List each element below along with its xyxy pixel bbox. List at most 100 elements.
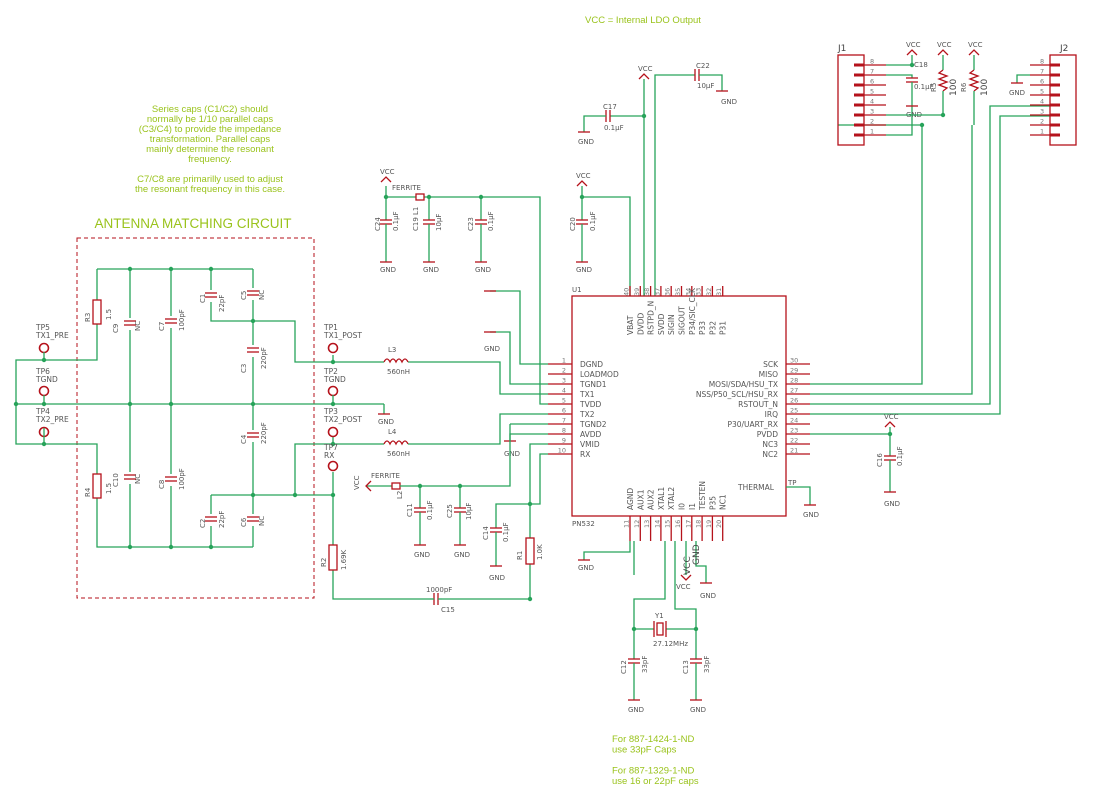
svg-text:7: 7 [870, 68, 874, 76]
svg-text:Y1: Y1 [654, 612, 664, 620]
svg-text:3: 3 [870, 108, 874, 116]
inductor-l3: L3 560nH [383, 346, 410, 376]
svg-text:VBAT: VBAT [626, 315, 635, 335]
svg-text:8: 8 [870, 58, 874, 66]
svg-text:GND: GND [454, 551, 470, 559]
svg-text:3: 3 [1040, 108, 1044, 116]
svg-text:5: 5 [562, 397, 566, 405]
svg-text:C15: C15 [441, 606, 455, 614]
j2-pin-8: 8 [1030, 58, 1060, 67]
svg-text:24: 24 [790, 417, 798, 425]
svg-text:VCC: VCC [937, 41, 952, 49]
resistor-r3 [92, 299, 102, 325]
svg-text:TX2: TX2 [579, 410, 595, 419]
j1-pin-1: 1 [854, 128, 886, 137]
svg-text:TP7: TP7 [323, 443, 338, 452]
svg-text:SVDD: SVDD [657, 313, 666, 335]
svg-text:2: 2 [1040, 118, 1044, 126]
j1-pin-4: 4 [854, 98, 886, 107]
svg-text:10µF: 10µF [465, 503, 473, 520]
svg-text:L2: L2 [396, 491, 404, 499]
antenna-junctions [13, 266, 533, 602]
svg-text:GND: GND [378, 418, 394, 426]
j1-pin-7: 7 [854, 68, 886, 77]
svg-text:C23: C23 [467, 217, 475, 231]
svg-text:NC: NC [134, 321, 142, 331]
svg-text:1: 1 [870, 128, 874, 136]
j2-pin-7: 7 [1030, 68, 1060, 77]
svg-text:37: 37 [653, 288, 661, 296]
svg-text:NC3: NC3 [762, 440, 778, 449]
svg-text:VMID: VMID [580, 440, 600, 449]
svg-text:28: 28 [790, 377, 798, 385]
svg-text:22pF: 22pF [218, 511, 226, 528]
svg-text:VCC: VCC [576, 172, 591, 180]
svg-text:5: 5 [870, 88, 874, 96]
svg-text:36: 36 [664, 288, 672, 296]
svg-text:GND: GND [721, 98, 737, 106]
svg-text:30: 30 [790, 357, 798, 365]
svg-text:C24: C24 [374, 217, 382, 231]
u1-pin-14: 14 XTAL1 [653, 487, 666, 541]
svg-text:R1: R1 [516, 551, 524, 560]
svg-text:560nH: 560nH [387, 450, 410, 458]
svg-text:15: 15 [664, 520, 672, 528]
j1-wiring: VCC GND C18 0.1µF VCC R5 100 VCC R6 100 [886, 41, 990, 136]
svg-text:GND: GND [1009, 89, 1025, 97]
j1-pin-3: 3 [854, 108, 886, 117]
series-note-line: transformation. Parallel caps [150, 134, 271, 145]
svg-text:4: 4 [562, 387, 566, 395]
svg-text:XTAL1: XTAL1 [657, 487, 666, 510]
svg-text:6: 6 [562, 407, 566, 415]
svg-text:GND: GND [578, 564, 594, 572]
svg-text:C19: C19 [412, 217, 420, 231]
r3-value: 1.5 [105, 309, 113, 320]
svg-text:SIGIN: SIGIN [667, 314, 676, 335]
svg-text:P31: P31 [719, 321, 728, 335]
svg-text:RSTPD_N: RSTPD_N [647, 301, 656, 335]
svg-text:AVDD: AVDD [580, 430, 602, 439]
svg-text:26: 26 [790, 397, 798, 405]
svg-text:FERRITE: FERRITE [392, 184, 421, 192]
antenna-wires [15, 268, 548, 600]
svg-text:1: 1 [562, 357, 566, 365]
svg-text:C18: C18 [914, 61, 928, 69]
svg-text:6: 6 [870, 78, 874, 86]
r2-ref: R2 [320, 558, 328, 567]
svg-text:C20: C20 [569, 217, 577, 231]
j2-pin-1: 1 [1030, 128, 1060, 137]
j2-pin-3: 3 [1030, 108, 1060, 117]
svg-text:0.1µF: 0.1µF [426, 500, 434, 520]
svg-text:16: 16 [674, 520, 682, 528]
svg-text:PVDD: PVDD [757, 430, 778, 439]
svg-text:LOADMOD: LOADMOD [580, 370, 619, 379]
svg-text:IRQ: IRQ [765, 410, 778, 419]
svg-text:GND: GND [414, 551, 430, 559]
inductor-l4: L4 560nH [383, 428, 410, 458]
svg-text:14: 14 [653, 520, 661, 528]
svg-text:TX2_POST: TX2_POST [323, 415, 362, 424]
svg-text:11: 11 [623, 520, 631, 528]
svg-text:PN532: PN532 [572, 520, 595, 528]
svg-text:C8: C8 [158, 480, 166, 489]
antenna-matching-box [76, 237, 315, 599]
gnd-tgnd: GND [378, 413, 394, 426]
svg-text:NC: NC [134, 474, 142, 484]
series-note-line: the resonant frequency in this case. [135, 184, 285, 195]
svg-text:R6: R6 [960, 82, 968, 92]
svg-text:THERMAL: THERMAL [737, 483, 775, 492]
svg-text:3: 3 [562, 377, 566, 385]
j1-pin-2: 2 [854, 118, 886, 127]
svg-text:6: 6 [1040, 78, 1044, 86]
